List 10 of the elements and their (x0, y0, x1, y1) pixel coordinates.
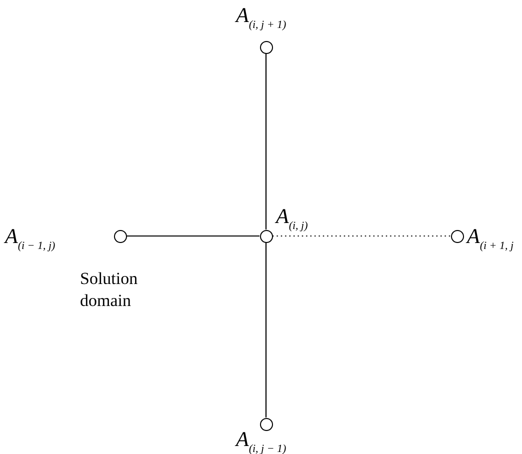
node-label: A$_{(i, j)}$ (276, 206, 308, 232)
line (265, 242, 267, 418)
node-label: A$_{(i, j − 1)}$ (236, 429, 286, 454)
line (126, 235, 260, 237)
region-label: Solution domain (80, 268, 139, 312)
node-label: A$_{(i, j + 1)}$ (236, 5, 286, 31)
node-label: A$_{(i − 1, j)}$ (5, 226, 56, 252)
dotted-line (272, 235, 450, 237)
node-label: A$_{(i + 1, j}$ (467, 226, 514, 252)
line (265, 54, 267, 230)
